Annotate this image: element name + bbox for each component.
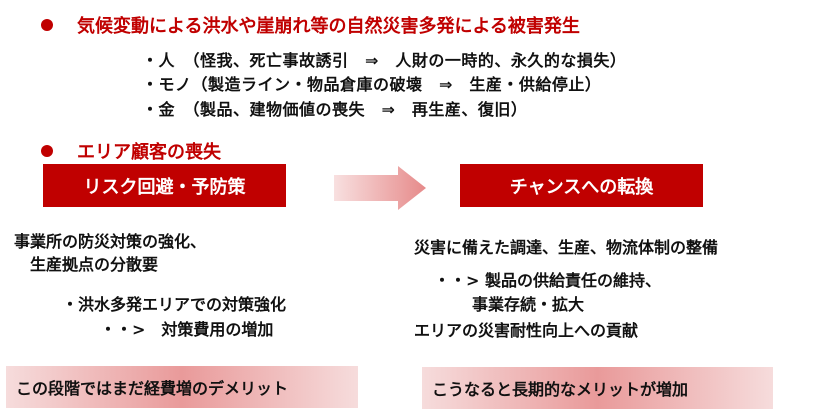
right-note: こうなると長期的なメリットが増加	[422, 367, 773, 409]
right-note-text: こうなると長期的なメリットが増加	[432, 380, 689, 399]
right-line-3: 事業存続・拡大	[472, 295, 585, 314]
risk-avoidance-title: リスク回避・予防策	[43, 164, 286, 207]
right-line-2: ・・> 製品の供給責任の維持、	[434, 271, 661, 290]
left-note: この段階ではまだ経費増のデメリット	[6, 366, 358, 408]
section2-heading: エリア顧客の喪失	[77, 142, 221, 163]
left-sub-1: ・洪水多発エリアでの対策強化	[62, 295, 287, 314]
impact-item-people: ・人 （怪我、死亡事故誘引 ⇒ 人財の一時的、永久的な損失）	[142, 51, 627, 70]
left-note-text: この段階ではまだ経費増のデメリット	[16, 379, 289, 398]
left-line-2: 生産拠点の分散要	[30, 255, 159, 274]
opportunity-title: チャンスへの転換	[460, 164, 703, 207]
impact-item-money: ・金 （製品、建物価値の喪失 ⇒ 再生産、復旧）	[142, 100, 528, 119]
bullet-icon	[41, 145, 53, 157]
section1-heading: 気候変動による洪水や崖崩れ等の自然災害多発による被害発生	[77, 16, 580, 37]
impact-item-goods: ・モノ（製造ライン・物品倉庫の破壊 ⇒ 生産・供給停止）	[142, 75, 602, 94]
right-line-4: エリアの災害耐性向上への貢献	[414, 321, 639, 340]
bullet-icon	[41, 19, 53, 31]
left-sub-2: ・・> 対策費用の増加	[100, 320, 274, 339]
left-line-1: 事業所の防災対策の強化、	[14, 232, 207, 251]
arrow-right-icon	[334, 166, 426, 210]
right-line-1: 災害に備えた調達、生産、物流体制の整備	[414, 238, 719, 257]
